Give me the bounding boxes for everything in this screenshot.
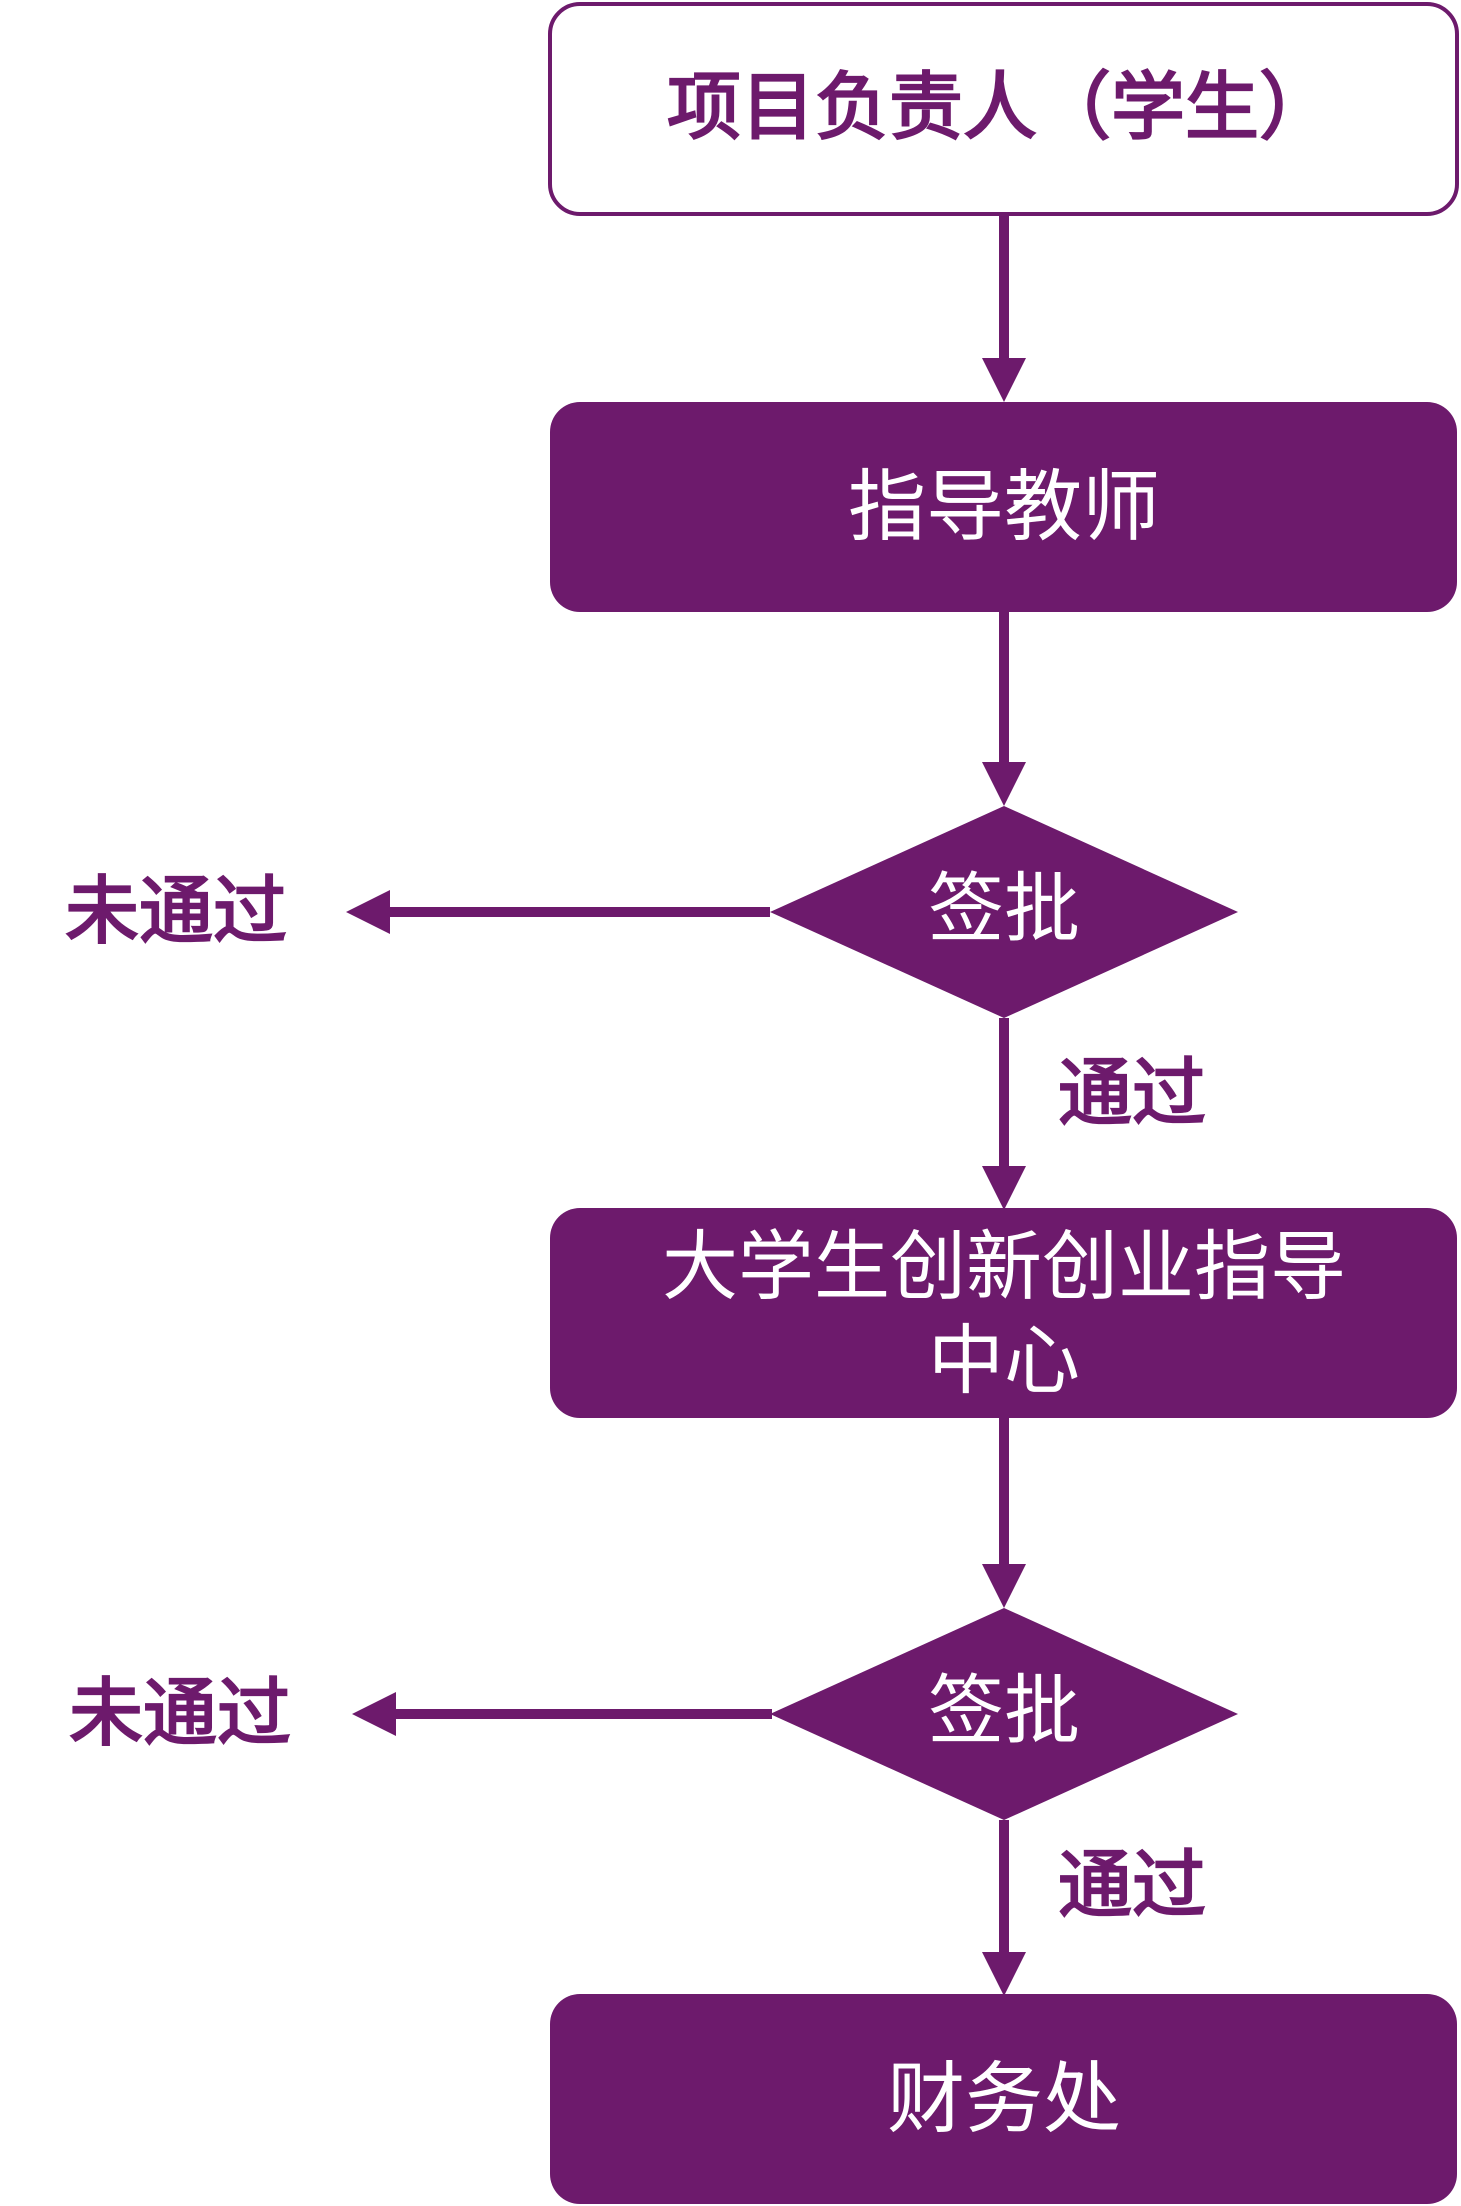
arrow-leader-to-advisor	[982, 214, 1026, 402]
arrow-pass-1	[982, 1018, 1026, 1210]
arrow-reject-2	[352, 1692, 772, 1736]
edge-label-pass-2: 通过	[1058, 1843, 1206, 1929]
node-project-leader: 项目负责人（学生）	[548, 2, 1459, 216]
edge-label-reject-1: 未通过	[65, 869, 287, 955]
edge-label-pass-1: 通过	[1058, 1051, 1206, 1137]
node-finance-office: 财务处	[550, 1994, 1457, 2204]
node-finance-office-label: 财务处	[887, 2054, 1121, 2144]
node-advisor-label: 指导教师	[848, 462, 1160, 552]
node-project-leader-label: 项目负责人（学生）	[667, 65, 1333, 151]
decision-approval-1-label: 签批	[928, 864, 1080, 953]
node-innovation-center: 大学生创新创业指导 中心	[550, 1208, 1457, 1418]
node-advisor: 指导教师	[550, 402, 1457, 612]
edge-label-reject-2: 未通过	[69, 1671, 291, 1757]
arrow-advisor-to-approval-1	[982, 612, 1026, 806]
decision-approval-2: 签批	[770, 1608, 1238, 1820]
arrow-center-to-approval-2	[982, 1418, 1026, 1608]
node-innovation-center-line-2: 中心	[928, 1316, 1080, 1405]
decision-approval-2-label: 签批	[928, 1666, 1080, 1755]
decision-approval-1: 签批	[770, 806, 1238, 1018]
arrow-pass-2	[982, 1820, 1026, 1996]
arrow-reject-1	[346, 890, 770, 934]
node-innovation-center-line-1: 大学生创新创业指导	[662, 1222, 1346, 1311]
